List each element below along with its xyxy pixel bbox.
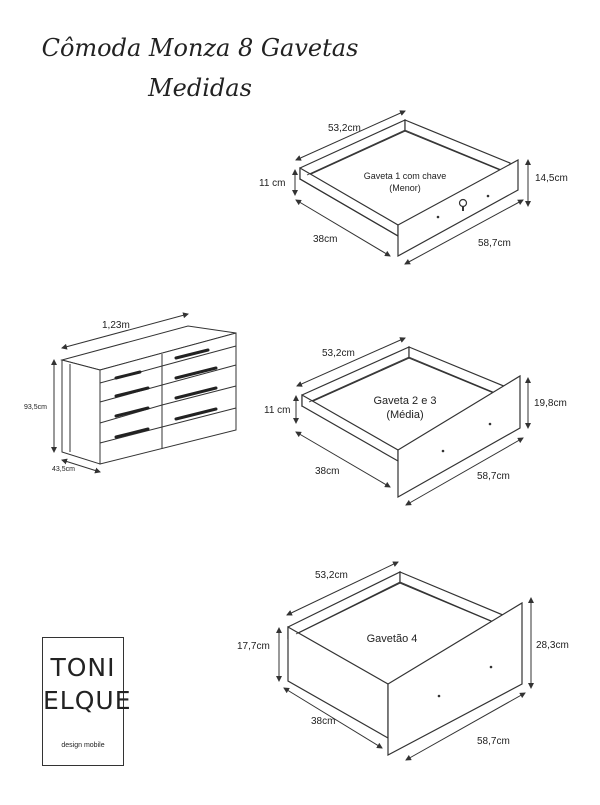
drawer-1-width-label: 53,2cm	[328, 123, 361, 134]
drawer-3-width-label: 53,2cm	[315, 570, 348, 581]
drawer-3-back	[287, 571, 401, 639]
dresser-width-label: 1,23m	[102, 320, 130, 331]
screw-hole	[486, 194, 490, 198]
drawer-1-note: (Menor)	[389, 183, 421, 193]
drawer-3-front-width-label: 58,7cm	[477, 736, 510, 747]
brand-logo: TONI ELQUE design mobile	[42, 637, 132, 766]
drawer-2-width-label: 53,2cm	[322, 348, 355, 359]
drawer-1-depth-label: 38cm	[313, 234, 337, 245]
drawer-3-diagram	[287, 571, 523, 756]
drawer-3-height-label: 17,7cm	[237, 641, 270, 652]
dresser-depth-label: 43,5cm	[52, 466, 75, 473]
logo-tagline: design mobile	[61, 742, 105, 749]
page-subtitle: Medidas	[148, 74, 252, 102]
drawer-1-front-width-label: 58,7cm	[478, 238, 511, 249]
drawer-2-front-width-label: 58,7cm	[477, 471, 510, 482]
drawer-1-height-label: 11 cm	[259, 178, 286, 189]
drawer-3-depth-label: 38cm	[311, 716, 335, 727]
page-title: Cômoda Monza 8 Gavetas	[41, 34, 359, 62]
drawer-1-side	[404, 119, 511, 175]
dresser-height-label: 93,5cm	[24, 404, 47, 411]
drawer-2-front-height-label: 19,8cm	[534, 398, 567, 409]
drawer-3-dimensions	[276, 561, 534, 761]
dresser-side	[61, 359, 101, 465]
drawer-3-name: Gavetão 4	[367, 633, 418, 645]
screw-hole	[441, 449, 445, 453]
drawer-2-name: Gaveta 2 e 3	[374, 395, 437, 407]
logo-word-1: TONI	[50, 653, 116, 682]
screw-hole	[489, 665, 493, 669]
lock-icon	[458, 198, 468, 208]
dresser-dimensions	[51, 312, 189, 474]
drawer-2-depth-label: 38cm	[315, 466, 339, 477]
drawer-2-height-label: 11 cm	[264, 405, 291, 416]
screw-hole	[488, 422, 492, 426]
drawer-2-dimensions	[293, 337, 531, 506]
drawer-3-front-height-label: 28,3cm	[536, 640, 569, 651]
dresser-diagram	[60, 325, 237, 465]
screw-hole	[437, 694, 441, 698]
logo-word-2: ELQUE	[43, 686, 132, 715]
drawer-1-name: Gaveta 1 com chave	[364, 171, 447, 181]
drawer-2-note: (Média)	[386, 409, 423, 421]
drawer-1-dimensions	[292, 110, 531, 265]
drawer-1-front-height-label: 14,5cm	[535, 173, 568, 184]
screw-hole	[436, 215, 440, 219]
dresser-handles	[114, 348, 218, 439]
